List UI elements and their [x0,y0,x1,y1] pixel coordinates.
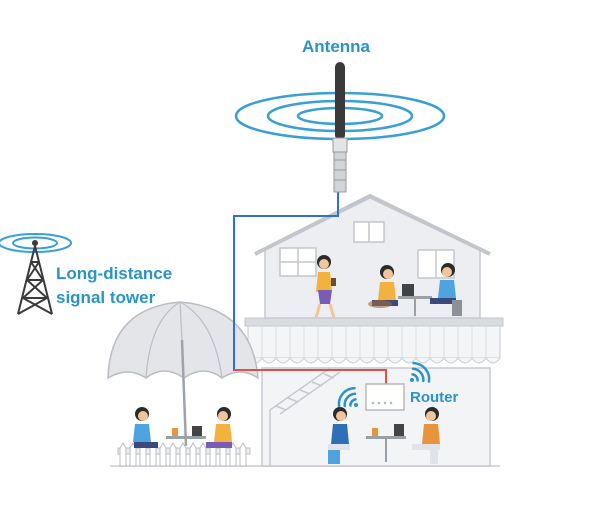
fence [117,442,251,467]
person-umbrella-left [133,407,158,448]
person-standing-upper [314,255,336,319]
tower-label: Long-distance signal tower [56,262,172,310]
stairs [269,367,341,466]
wifi-icon-left [337,386,358,408]
tower-label-line2: signal tower [56,288,156,307]
person-seated-ground-left [328,407,350,464]
table-ground [366,424,406,462]
router-cable [234,369,387,384]
tower-label-line1: Long-distance [56,264,173,283]
table-upper [398,284,432,316]
wifi-icon [410,361,431,383]
router-icon [365,383,405,411]
floor-slab [244,317,504,327]
house [244,193,504,467]
antenna-label: Antenna [302,37,370,56]
antenna-icon [234,62,446,193]
ground-floor [261,367,491,467]
person-umbrella-right [206,407,232,448]
person-seated-ground-right [412,407,440,464]
person-seated-upper-right [430,263,462,316]
umbrella-icon [107,301,259,447]
roof-edge [254,193,491,256]
signal-tower-icon [0,233,72,315]
awning [247,325,501,364]
table-umbrella [166,426,206,439]
router-label: Router [410,389,459,406]
person-seated-upper-left [368,265,398,308]
